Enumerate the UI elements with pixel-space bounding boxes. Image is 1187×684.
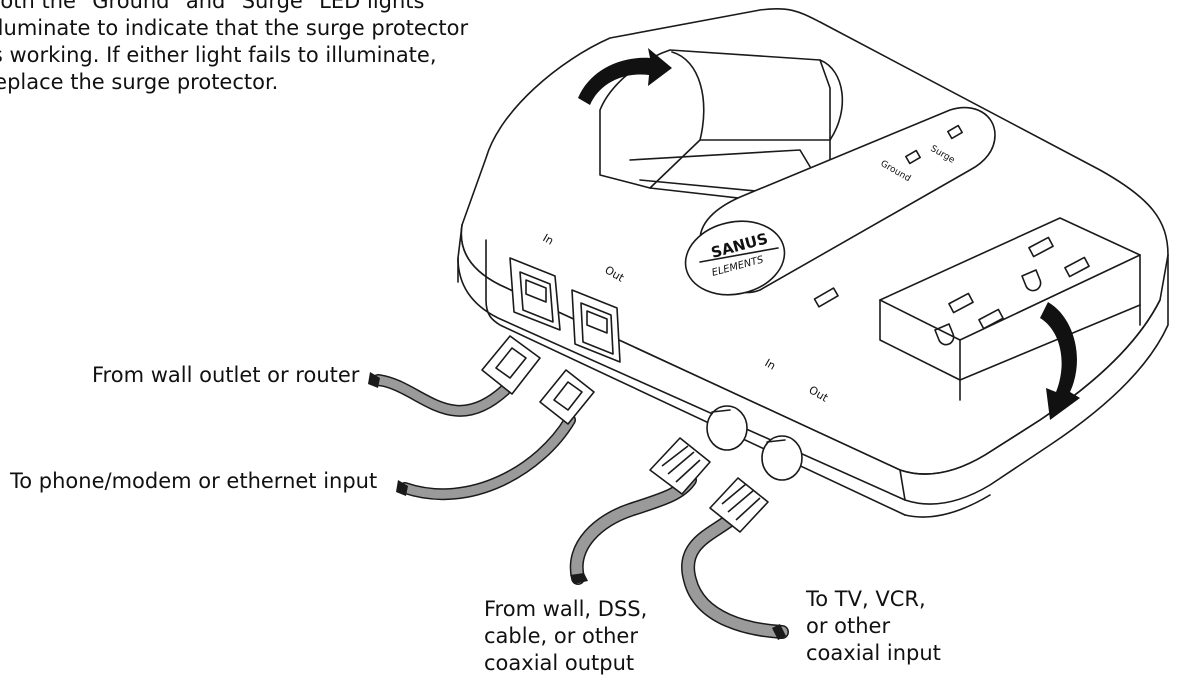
coax-port-in bbox=[706, 405, 748, 451]
cable-end-2 bbox=[396, 480, 408, 496]
instruction-line-3: is working. If either light fails to ill… bbox=[0, 43, 437, 67]
label-to-tv-vcr-line-3: coaxial input bbox=[806, 641, 941, 665]
power-switch-slot bbox=[813, 287, 839, 308]
instruction-line-2: illuminate to indicate that the surge pr… bbox=[0, 16, 469, 40]
outlet-1-ground bbox=[934, 323, 955, 346]
outlet-2-slot-b bbox=[1064, 256, 1090, 278]
label-to-tv-vcr-line-1: To TV, VCR, bbox=[806, 587, 926, 611]
outlet-2-ground bbox=[1021, 269, 1042, 292]
label-from-wall-dss-line-3: coaxial output bbox=[484, 651, 635, 675]
instruction-line-4: replace the surge protector. bbox=[0, 70, 279, 94]
cable-end-3 bbox=[570, 573, 588, 584]
rj-plug-2 bbox=[539, 369, 595, 425]
label-to-phone-modem: To phone/modem or ethernet input bbox=[10, 468, 377, 495]
label-to-phone-modem-text: To phone/modem or ethernet input bbox=[10, 469, 378, 493]
outlet-2-slot-a bbox=[1028, 236, 1054, 258]
phone-jack-in bbox=[509, 257, 561, 331]
coax-plug-1 bbox=[649, 437, 711, 495]
label-to-tv-vcr-line-2: or other bbox=[806, 614, 891, 638]
instruction-line-1: Both the "Ground" and "Surge" LED lights bbox=[0, 0, 425, 13]
phone-jack-out bbox=[571, 289, 621, 363]
rotate-cover-arrow-icon bbox=[578, 48, 672, 105]
rj-plug-1 bbox=[481, 335, 541, 395]
coax-port-out bbox=[761, 435, 803, 481]
label-from-wall-dss-line-2: cable, or other bbox=[484, 624, 638, 648]
outlet-1-slot-b bbox=[978, 308, 1004, 330]
outlet-1-slot-a bbox=[948, 292, 974, 314]
cable-end-1 bbox=[368, 372, 380, 388]
label-from-wall-outlet-text: From wall outlet or router bbox=[92, 363, 360, 387]
led-surge bbox=[947, 124, 963, 140]
coax-plug-2 bbox=[709, 477, 769, 533]
label-from-wall-dss: From wall, DSS, cable, or other coaxial … bbox=[484, 596, 647, 677]
brand-logo-oval bbox=[684, 220, 786, 296]
device-front-face bbox=[457, 224, 906, 501]
label-from-wall-outlet: From wall outlet or router bbox=[92, 362, 359, 389]
led-instruction-text: Both the "Ground" and "Surge" LED lights… bbox=[0, 0, 506, 96]
led-ground bbox=[905, 149, 921, 165]
label-to-tv-vcr: To TV, VCR, or other coaxial input bbox=[806, 586, 941, 667]
label-from-wall-dss-line-1: From wall, DSS, bbox=[484, 597, 648, 621]
rotate-outlet-arrow-icon bbox=[1040, 302, 1080, 420]
cable-end-4 bbox=[772, 624, 786, 640]
